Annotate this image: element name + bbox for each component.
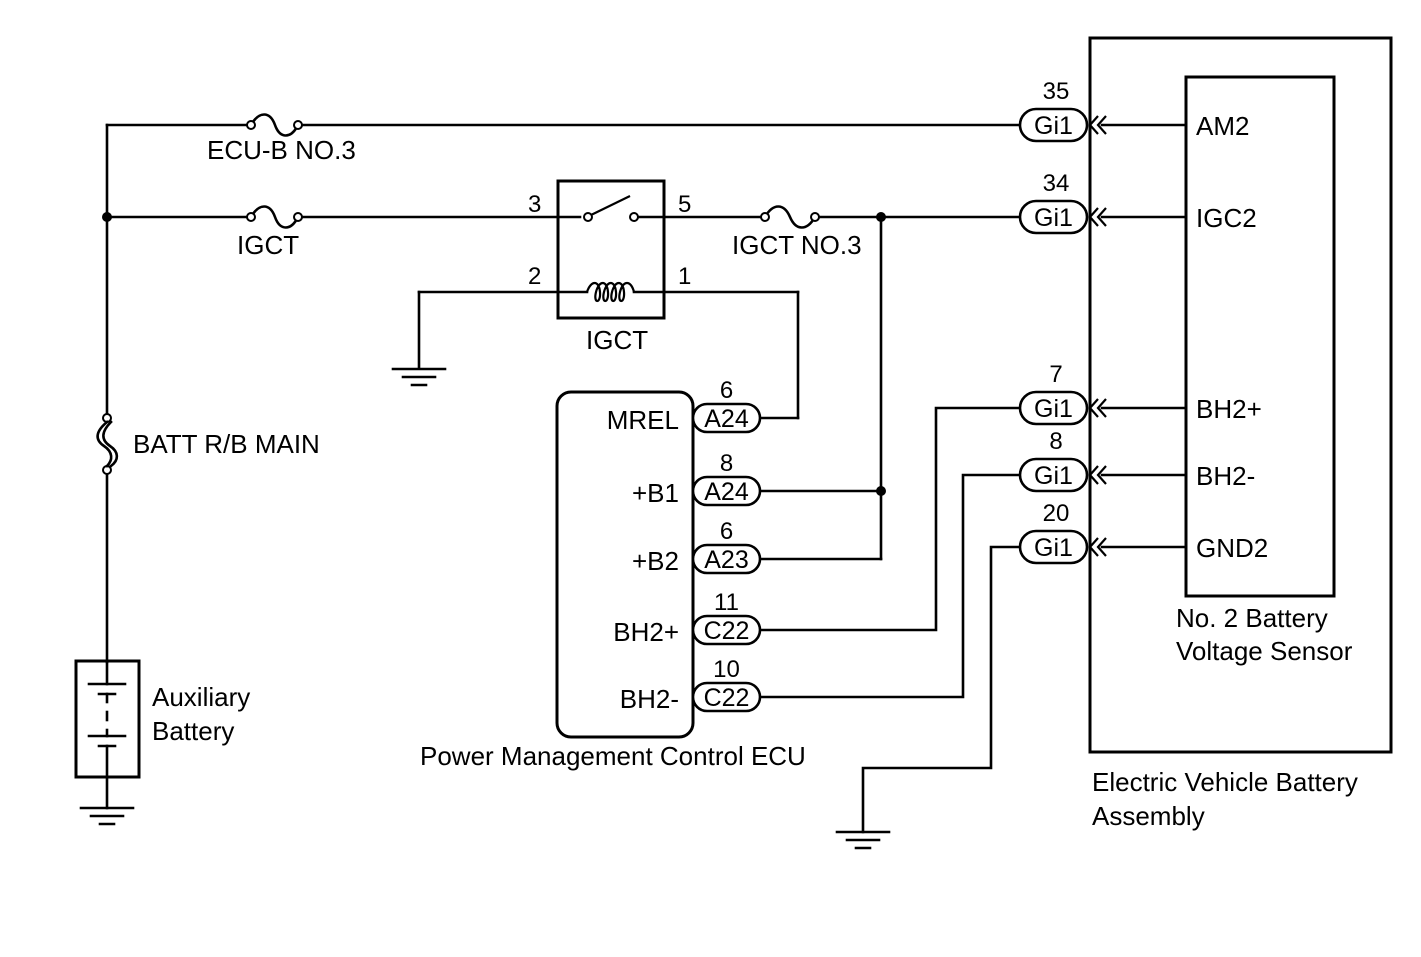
sensor-terminal-name: IGC2 <box>1196 203 1257 233</box>
connector-chevron-icon <box>1088 115 1107 135</box>
ecu-connector-label: A24 <box>704 478 749 506</box>
fuse-ecu-b-no3-icon <box>246 113 303 137</box>
ev-pin-number: 35 <box>1043 78 1070 105</box>
ecu-terminal-name: +B1 <box>632 478 679 508</box>
igct-relay <box>556 179 666 320</box>
connector-chevron-icon <box>1088 537 1107 557</box>
ecu-connector-label: C22 <box>704 617 750 645</box>
ecu-connector-pill <box>691 475 762 507</box>
ecu-connector-pill <box>691 402 762 434</box>
fuse-ecu-b-no3-label: ECU-B NO.3 <box>207 135 356 165</box>
fuse-batt-rb-main-label: BATT R/B MAIN <box>133 429 320 459</box>
relay-pin-1: 1 <box>678 263 691 290</box>
ev-connector-pill <box>1018 199 1089 235</box>
sensor-terminal-name: AM2 <box>1196 111 1249 141</box>
fuse-igct-icon <box>246 205 303 229</box>
ev-pin-number: 20 <box>1043 500 1070 527</box>
sensor-terminal-name: BH2+ <box>1196 394 1262 424</box>
connector-chevron-icon <box>1088 398 1107 418</box>
ground-icon <box>835 830 891 850</box>
ecu-connector-label: C22 <box>704 684 750 712</box>
ev-connector-pill <box>1018 107 1089 143</box>
relay-contact <box>629 212 639 222</box>
fuse-igct-no3-icon <box>760 205 820 229</box>
fuse-batt-rb-main-icon <box>96 413 119 475</box>
relay-pin-3: 3 <box>528 191 541 218</box>
ecu-pin-number: 6 <box>720 518 733 545</box>
ev-connector-label: Gi1 <box>1034 395 1073 423</box>
ground-icon <box>79 806 135 826</box>
ev-battery-assembly-label-1: Electric Vehicle Battery <box>1092 767 1358 797</box>
ev-pin-number: 7 <box>1049 361 1062 388</box>
ecu-terminal-name: BH2- <box>620 684 679 714</box>
ecu-pin-number: 11 <box>714 589 739 616</box>
sensor-terminal-name: BH2- <box>1196 461 1255 491</box>
fuse-igct-label: IGCT <box>237 230 299 260</box>
ecu-connector-label: A24 <box>704 405 749 433</box>
ecu-connector-pill <box>691 614 762 646</box>
ecu-pin-number: 6 <box>720 377 733 404</box>
auxiliary-battery-label-2: Battery <box>152 716 234 746</box>
wires <box>105 123 1188 834</box>
ev-battery-assembly-box <box>1088 36 1393 754</box>
sensor-terminal-name: GND2 <box>1196 533 1268 563</box>
ev-pin-number: 8 <box>1049 428 1062 455</box>
ev-pin-number: 34 <box>1043 170 1070 197</box>
ev-connector-label: Gi1 <box>1034 204 1073 232</box>
ecu-connector-label: A23 <box>704 546 748 574</box>
ev-connector-label: Gi1 <box>1034 462 1073 490</box>
relay-pin-5: 5 <box>678 191 691 218</box>
relay-pin-2: 2 <box>528 263 541 290</box>
fuse-igct-no3-label: IGCT NO.3 <box>732 230 862 260</box>
ecu-connector-pill <box>691 681 762 713</box>
junction-dot <box>876 486 886 496</box>
ev-connector-pill <box>1018 529 1089 565</box>
relay-label: IGCT <box>586 325 648 355</box>
voltage-sensor-box <box>1184 75 1336 598</box>
ev-terminals: Gi135AM2Gi134IGC2Gi17BH2+Gi18BH2-Gi120GN… <box>1018 78 1268 565</box>
auxiliary-battery-icon <box>74 659 141 779</box>
relay-contact <box>583 212 593 222</box>
relay-coil-icon <box>585 281 636 303</box>
connector-chevron-icon <box>1088 207 1107 227</box>
ecu-pin-number: 8 <box>720 450 733 477</box>
ecu-terminal-name: MREL <box>607 405 679 435</box>
ecu-label: Power Management Control ECU <box>420 741 806 771</box>
voltage-sensor-label-2: Voltage Sensor <box>1176 636 1353 666</box>
ecu-terminal-name: +B2 <box>632 546 679 576</box>
junction-dot <box>102 212 112 222</box>
ecu-terminal-name: BH2+ <box>613 617 679 647</box>
ecu-connector-pill <box>691 543 762 575</box>
ev-connector-pill <box>1018 457 1089 493</box>
ev-connector-label: Gi1 <box>1034 534 1073 562</box>
auxiliary-battery-label-1: Auxiliary <box>152 682 250 712</box>
junction-dot <box>876 212 886 222</box>
ev-connector-pill <box>1018 390 1089 426</box>
ground-icon <box>391 367 447 387</box>
ev-battery-assembly-label-2: Assembly <box>1092 801 1205 831</box>
ev-connector-label: Gi1 <box>1034 112 1073 140</box>
voltage-sensor-label-1: No. 2 Battery <box>1176 603 1328 633</box>
connector-chevron-icon <box>1088 465 1107 485</box>
ecu-pin-number: 10 <box>713 656 740 683</box>
